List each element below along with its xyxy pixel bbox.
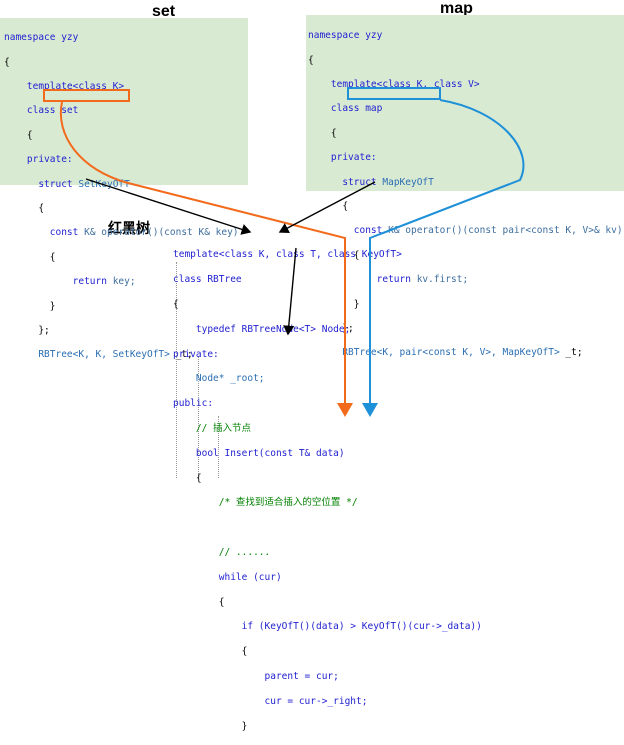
map-struct-kw: struct (342, 176, 383, 188)
rbtree-title: 红黑树 (108, 220, 150, 236)
set-class-brace: { (26, 129, 33, 141)
set-class-decl: class set (26, 105, 79, 117)
set-op-close: } (49, 300, 56, 312)
rb-if-brace: { (241, 646, 248, 658)
rb-private: private: (173, 348, 219, 360)
map-class-decl: class map (330, 103, 383, 115)
rb-public: public: (173, 398, 214, 410)
map-op-const: const (353, 225, 389, 237)
rb-while: while (cur) (218, 571, 282, 583)
set-k-arrow (85, 178, 252, 235)
rb-comment-insert: // 插入节点 (195, 422, 252, 434)
map-struct-close: }; (342, 322, 354, 334)
map-title: map (440, 0, 473, 17)
set-return-value: key; (112, 276, 136, 288)
set-op-brace: { (49, 251, 56, 263)
set-struct-brace: { (38, 202, 45, 214)
rbtree-guide-1 (176, 262, 177, 478)
rb-if-close: } (241, 720, 248, 732)
rb-template-close: > (396, 249, 402, 261)
map-code-panel (306, 15, 624, 191)
set-template: template<class K> (26, 80, 125, 92)
set-member-type: RBTree<K, K, SetKeyOfT> (38, 349, 170, 361)
map-op-brace: { (353, 249, 360, 261)
rb-class-decl: class RBTree (173, 274, 242, 286)
rb-parent-assign: parent = cur; (264, 670, 339, 682)
rb-class-brace: { (173, 299, 179, 310)
rb-insert-sig: bool Insert(const T& data) (195, 447, 345, 459)
rb-cur-assign: cur = cur->_right; (264, 695, 368, 707)
map-return-value: kv.first; (416, 274, 469, 286)
set-brace: { (4, 56, 10, 68)
rb-while-brace: { (218, 596, 225, 608)
map-member-name: _t; (559, 347, 583, 359)
rb-if-keyoft: KeyOfT (361, 621, 397, 633)
map-member-type: RBTree<K, pair<const K, V>, MapKeyOfT> (342, 347, 560, 359)
set-operator: K& operator()(const K& key) (84, 227, 239, 239)
connector-arrows (59, 99, 525, 417)
map-code: namespace yzy { template<class K, class … (308, 18, 623, 372)
rb-comment-find: /* 查找到适合插入的空位置 */ (218, 497, 358, 509)
rbtree-guide-3 (218, 416, 219, 478)
set-keyoft-arrow (59, 101, 353, 417)
rb-root: Node* _root; (195, 373, 265, 385)
rb-if-start: if (KeyOfT()(data) > (241, 621, 362, 633)
map-brace: { (308, 54, 314, 66)
map-pair-arrow (278, 181, 376, 234)
map-keyoft-arrow (362, 99, 525, 417)
set-title: set (152, 3, 176, 20)
rb-if-end: ()(cur->_data)) (396, 621, 482, 633)
map-struct-name: MapKeyOfT (382, 176, 434, 188)
map-struct-brace: { (342, 200, 349, 212)
rb-typedef: typedef RBTreeNode<T> Node; (195, 323, 351, 335)
map-operator: K& operator()(const pair<const K, V>& kv… (388, 225, 623, 237)
set-op-const: const (49, 227, 85, 239)
map-template: template<class K, class V> (330, 78, 480, 90)
set-return-kw: return (72, 276, 113, 288)
set-code: namespace yzy { template<class K> class … (4, 20, 239, 374)
map-class-brace: { (330, 127, 337, 139)
rb-comment-dots: // ...... (218, 546, 271, 558)
rb-t-arrow (283, 247, 297, 336)
map-struct-highlight (347, 87, 441, 100)
map-op-close: } (353, 298, 360, 310)
rbtree-guide-2 (198, 356, 199, 478)
map-return-kw: return (376, 274, 417, 286)
rb-template-keyoft: KeyOfT (361, 249, 397, 261)
rb-template: template<class K, class T, class (173, 249, 362, 261)
set-namespace: namespace yzy (4, 32, 79, 44)
set-member-name: _t; (169, 349, 193, 361)
set-struct-close: }; (38, 324, 50, 336)
set-struct-name: SetKeyOfT (78, 178, 130, 190)
set-struct-kw: struct (38, 178, 79, 190)
map-namespace: namespace yzy (308, 30, 383, 42)
map-private: private: (330, 152, 377, 164)
set-struct-highlight (43, 89, 130, 102)
set-private: private: (26, 154, 73, 166)
